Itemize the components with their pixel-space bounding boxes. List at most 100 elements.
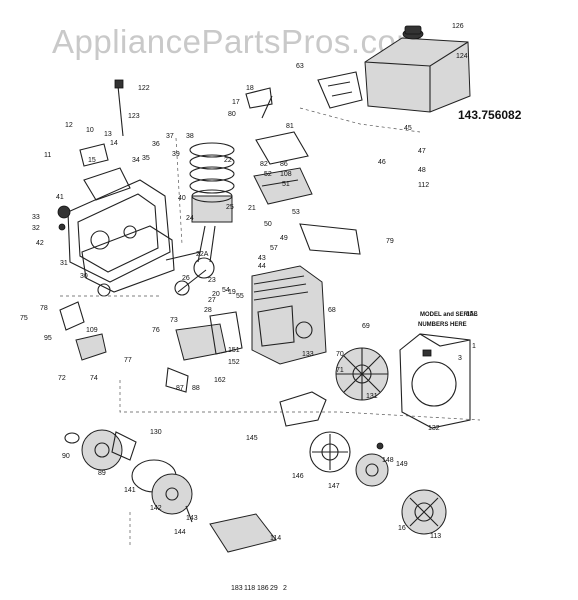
callout-label: 153	[466, 311, 478, 318]
callout-label: 72	[58, 375, 66, 382]
callout-label: 74	[90, 375, 98, 382]
callout-label: 44	[258, 263, 266, 270]
manual-icon	[209, 513, 277, 553]
carburetor-icon	[245, 87, 313, 205]
callout-label: 118	[244, 585, 255, 592]
callout-label: 82	[260, 161, 268, 168]
callout-label: 144	[174, 529, 186, 536]
callout-label: 34	[132, 157, 140, 164]
callout-label: 151	[228, 347, 240, 354]
flywheel-icon	[335, 347, 389, 401]
rewind-starter-icon	[309, 431, 447, 535]
callout-label: 53	[292, 209, 300, 216]
callout-label: 23	[208, 277, 216, 284]
callout-label: 20	[212, 291, 220, 298]
callout-label: 183	[231, 585, 243, 592]
callout-label: 11	[44, 152, 51, 159]
tank-bracket-icon	[317, 71, 363, 109]
callout-label: 131	[366, 393, 378, 400]
callout-label: 70	[336, 351, 344, 358]
callout-label: 22A	[196, 251, 209, 258]
callout-label: 48	[418, 167, 426, 174]
callout-label: 54	[222, 287, 230, 294]
callout-label: 2	[283, 585, 287, 592]
callout-label: 133	[302, 351, 314, 358]
callout-label: 148	[382, 457, 394, 464]
callout-label: 147	[328, 483, 340, 490]
callout-label: 51	[282, 181, 290, 188]
callout-label: 68	[328, 307, 336, 314]
piston-rings-icon	[189, 142, 235, 223]
callout-label: 47	[418, 148, 426, 155]
callout-label: 17	[232, 99, 240, 106]
callout-label: 152	[228, 359, 240, 366]
callout-label: 31	[60, 260, 68, 267]
callout-label: 114	[270, 535, 281, 542]
callout-label: 75	[20, 315, 28, 322]
callout-label: 76	[152, 327, 160, 334]
callout-label: 71	[336, 367, 344, 374]
callout-label: 42	[36, 240, 44, 247]
callout-label: 10	[86, 127, 94, 134]
callout-label: 55	[236, 293, 244, 300]
watermark: AppliancePartsPros.com	[52, 23, 424, 60]
callout-label: 27	[208, 297, 216, 304]
callout-label: 162	[214, 377, 226, 384]
callout-label: 113	[430, 533, 441, 540]
callout-label: 38	[186, 133, 194, 140]
callout-label: 3	[458, 355, 462, 362]
callout-label: 77	[124, 357, 132, 364]
starter-parts-icon	[64, 429, 193, 523]
callout-label: 22	[224, 157, 232, 164]
callout-label: 25	[226, 204, 234, 211]
callout-label: 14	[110, 140, 118, 147]
callout-label: 63	[296, 63, 304, 70]
callout-labels: 1261246312212312101113141541333242313034…	[20, 23, 478, 592]
callout-label: 108	[280, 171, 292, 178]
callout-label: 15	[88, 157, 96, 164]
callout-label: 1	[472, 343, 476, 350]
callout-label: 81	[286, 123, 294, 130]
callout-label: 32	[32, 225, 40, 232]
callout-label: 73	[170, 317, 178, 324]
callout-label: 33	[32, 214, 40, 221]
callout-label: 186	[257, 585, 269, 592]
crankcase-cover-icon	[67, 179, 171, 283]
gasket-icon	[81, 225, 175, 293]
callout-label: 46	[378, 159, 386, 166]
connecting-rod-icon	[193, 225, 216, 279]
blower-housing-icon	[399, 333, 471, 429]
callout-label: 28	[204, 307, 212, 314]
callout-label: 130	[150, 429, 162, 436]
assembly-line	[299, 107, 421, 133]
callout-label: 86	[280, 161, 288, 168]
callout-label: 39	[172, 151, 180, 158]
callout-label: 43	[258, 255, 266, 262]
callout-label: 26	[182, 275, 190, 282]
fuel-tank-icon	[364, 25, 471, 113]
callout-label: 13	[104, 131, 112, 138]
callout-label: 69	[362, 323, 370, 330]
callout-label: 109	[86, 327, 98, 334]
shroud-icon	[279, 391, 327, 427]
callout-label: 112	[418, 182, 429, 189]
callout-label: 95	[44, 335, 52, 342]
callout-label: 52	[264, 171, 272, 178]
callout-label: 30	[80, 273, 88, 280]
callout-label: 45	[404, 125, 412, 132]
air-cleaner-bracket-icon	[299, 223, 361, 255]
callout-label: 149	[396, 461, 408, 468]
callout-label: 90	[62, 453, 70, 460]
callout-label: 132	[428, 425, 440, 432]
callout-label: 126	[452, 23, 464, 30]
assembly-line	[119, 380, 481, 421]
callout-label: 37	[166, 133, 174, 140]
serial-note-line-1: MODEL and SERIAL	[420, 312, 478, 318]
callout-label: 89	[98, 470, 106, 477]
ignition-parts-icon	[59, 283, 111, 361]
callout-label: 141	[124, 487, 136, 494]
callout-label: 124	[456, 53, 468, 60]
callout-label: 29	[270, 585, 278, 592]
callout-label: 49	[280, 235, 288, 242]
callout-label: 146	[292, 473, 304, 480]
